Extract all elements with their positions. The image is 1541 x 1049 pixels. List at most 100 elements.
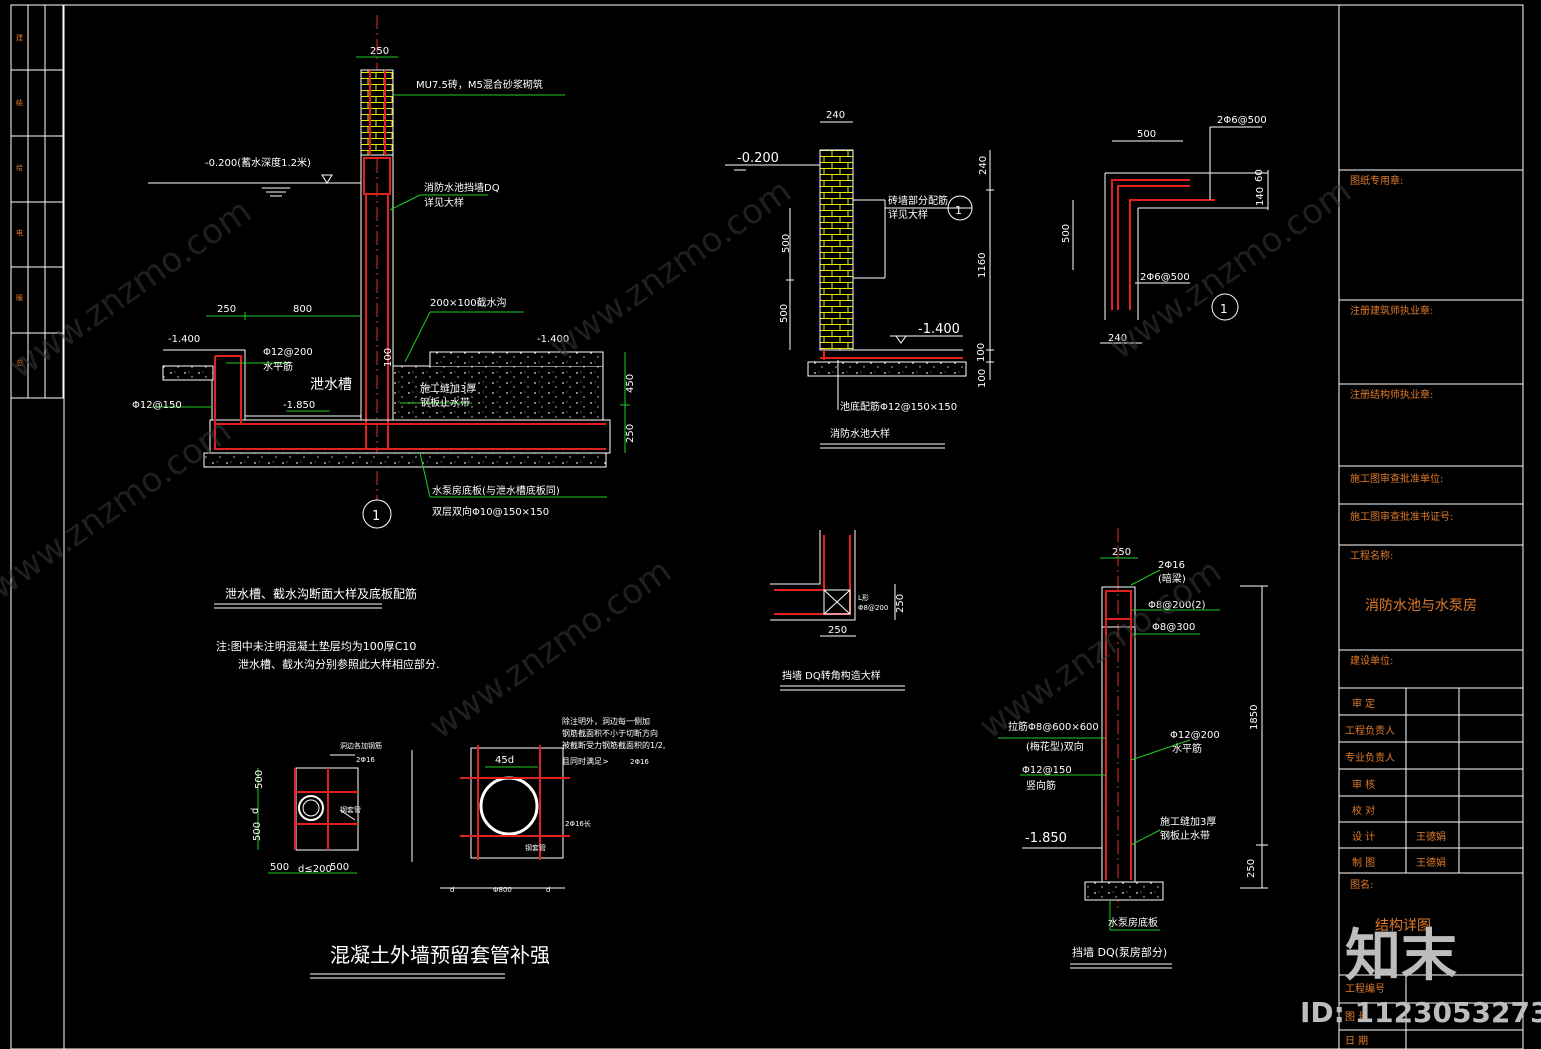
bl-dim-l-5: 500	[330, 862, 349, 873]
tl-anno-6: -1.400	[537, 334, 569, 345]
rb-dim-2: 250	[1246, 859, 1257, 878]
rb-title: 挡墙 DQ(泵房部分)	[1072, 945, 1167, 959]
rb-elev: -1.850	[1025, 831, 1067, 846]
svg-text:电: 电	[16, 228, 23, 237]
ms-label: L形	[858, 594, 869, 602]
wm-logo: 知末	[1345, 924, 1457, 989]
mt-dim-2: 500	[779, 304, 790, 323]
bl-note-0: 除注明外，洞边每一侧加	[562, 716, 650, 726]
bl-note-1: 钢筋截面积不小于切断方向	[562, 728, 658, 738]
tl-dim-2: 800	[293, 304, 312, 315]
rb-rebar-10: 施工缝加3厚	[1160, 815, 1216, 828]
svg-text:总: 总	[16, 358, 23, 367]
signoff-role-5: 设 计	[1352, 830, 1375, 843]
tl-anno-4: 200×100截水沟	[430, 296, 507, 309]
tl-anno-5: -1.400	[168, 334, 200, 345]
mt-elev-1: -0.200	[737, 151, 779, 166]
rt-dim-0: 500	[1137, 129, 1156, 140]
rb-dim-1: 1850	[1249, 705, 1260, 730]
bl-dim-r-3: d	[546, 886, 550, 894]
tl-anno-8: 水平筋	[263, 360, 293, 373]
mt-dim-6: 100	[977, 369, 988, 388]
section-trough: 1	[132, 15, 636, 671]
rt-dim-4: 240	[1108, 333, 1127, 344]
ms-dim-0: 250	[828, 625, 847, 636]
bl-dim-r-0: 45d	[495, 755, 514, 766]
tl-anno-14: 双层双向Φ10@150×150	[432, 505, 549, 518]
tl-dim-1: 250	[217, 304, 236, 315]
section-corner: 250 250 L形 Φ8@200 挡墙 DQ转角构造大样	[770, 530, 906, 691]
tl-anno-13: 水泵房底板(与泄水槽底板同)	[432, 484, 560, 497]
signoff-name-6: 王德娟	[1416, 856, 1446, 869]
project-name: 消防水池与水泵房	[1365, 598, 1477, 614]
tl-anno-0: MU7.5砖，M5混合砂浆砌筑	[416, 78, 543, 91]
rt-dim-3: 140	[1255, 187, 1266, 206]
drawing-frame	[10, 4, 1524, 1049]
watermark-logo: 知末 ID: 1123053273	[1300, 924, 1541, 1029]
bl-dim-l-2: 500	[252, 822, 263, 841]
signoff-role-6: 制 图	[1352, 856, 1375, 869]
tl-anno-3: 详见大样	[424, 196, 464, 209]
rb-rebar-12: 水泵房底板	[1108, 916, 1158, 929]
rb-dim-0: 250	[1112, 547, 1131, 558]
signoff-role-0: 审 定	[1352, 697, 1375, 710]
mt-label-1: 砖墙部分配筋	[888, 194, 948, 207]
mt-dim-3: 240	[978, 156, 989, 175]
rb-rebar-3: Φ8@300	[1152, 622, 1195, 633]
watermark-layer: www.znzmo.com www.znzmo.com www.znzmo.co…	[0, 171, 1359, 747]
tb-row-5: 工程名称:	[1350, 549, 1393, 562]
tl-anno-12: 钢板止水带	[420, 396, 470, 409]
ms-dim-1: 250	[895, 594, 906, 613]
rb-rebar-11: 钢板止水带	[1160, 829, 1210, 842]
rb-rebar-2: Φ8@200(2)	[1148, 600, 1206, 611]
footer-0: 工程编号	[1345, 982, 1385, 995]
tb-row-1: 注册建筑师执业章:	[1350, 304, 1433, 317]
wm-site-6: www.znzmo.com	[972, 551, 1228, 747]
tl-anno-1: -0.200(蓄水深度1.2米)	[205, 156, 311, 169]
tl-dim-0: 250	[370, 46, 389, 57]
svg-text:建: 建	[16, 33, 23, 42]
footer-2: 日 期	[1345, 1035, 1368, 1047]
bl-dim-r-2: Φ800	[493, 886, 512, 894]
tl-anno-7: Φ12@200	[263, 347, 313, 358]
section-l-rebar: 500 500 60 140 240 2Φ6@500 2Φ6@500 1	[1061, 115, 1269, 344]
wm-site-2: www.znzmo.com	[542, 171, 798, 367]
rt-rebar-2: 2Φ6@500	[1140, 272, 1190, 283]
mt-dim-0: 240	[826, 110, 845, 121]
section-sleeves: 500 d 500 500 d≤200 500 洞边各加钢筋 2Φ16 钢套管 …	[250, 716, 665, 979]
bl-note-3: 且同时满足>	[562, 756, 609, 766]
mt-dim-1: 500	[781, 234, 792, 253]
drawing-name-label: 图名:	[1350, 878, 1373, 891]
wm-site-4: www.znzmo.com	[0, 411, 239, 607]
section-pool-detail: 240 500 500 240 1160 100 100 -0.200 -1.4…	[725, 110, 994, 449]
rt-marker: 1	[1220, 302, 1228, 316]
mt-label-3: 池底配筋Φ12@150×150	[840, 400, 957, 413]
footer-1: 图 号	[1345, 1011, 1368, 1023]
tl-note-2: 泄水槽、截水沟分别参照此大样相应部分.	[238, 657, 440, 671]
bl-label-1: 2Φ16	[356, 756, 375, 764]
signoff-role-4: 校 对	[1352, 804, 1375, 817]
mt-title: 消防水池大样	[830, 427, 890, 440]
tl-dim-5: 250	[625, 424, 636, 443]
mt-label-2: 详见大样	[888, 208, 928, 221]
svg-text:结: 结	[16, 98, 23, 107]
bl-dim-r-1: d	[450, 886, 454, 894]
mt-axis-marker: 1	[955, 204, 962, 217]
mt-elev-2: -1.400	[918, 322, 960, 337]
ms-title: 挡墙 DQ转角构造大样	[782, 669, 881, 682]
bl-label-0: 洞边各加钢筋	[340, 741, 382, 750]
tb-row-2: 注册结构师执业章:	[1350, 388, 1433, 401]
tb-row-0: 图纸专用章:	[1350, 174, 1403, 187]
tl-anno-2: 消防水池挡墙DQ	[424, 181, 500, 194]
tl-anno-11: 施工缝加3厚	[420, 382, 476, 395]
left-strip-marks: 建结给 电暖总	[16, 33, 23, 367]
tl-anno-10: -1.850	[283, 400, 315, 411]
bl-note-2: 被截断受力钢筋截面积的1/2,	[562, 740, 665, 750]
tl-dim-3: 100	[383, 348, 394, 367]
signoff-role-3: 审 核	[1352, 778, 1375, 791]
tb-row-6: 建设单位:	[1350, 654, 1393, 667]
mt-dim-4: 1160	[977, 253, 988, 278]
tl-title: 泄水槽、截水沟断面大样及底板配筋	[225, 586, 417, 601]
signoff-name-5: 王德娟	[1416, 830, 1446, 843]
